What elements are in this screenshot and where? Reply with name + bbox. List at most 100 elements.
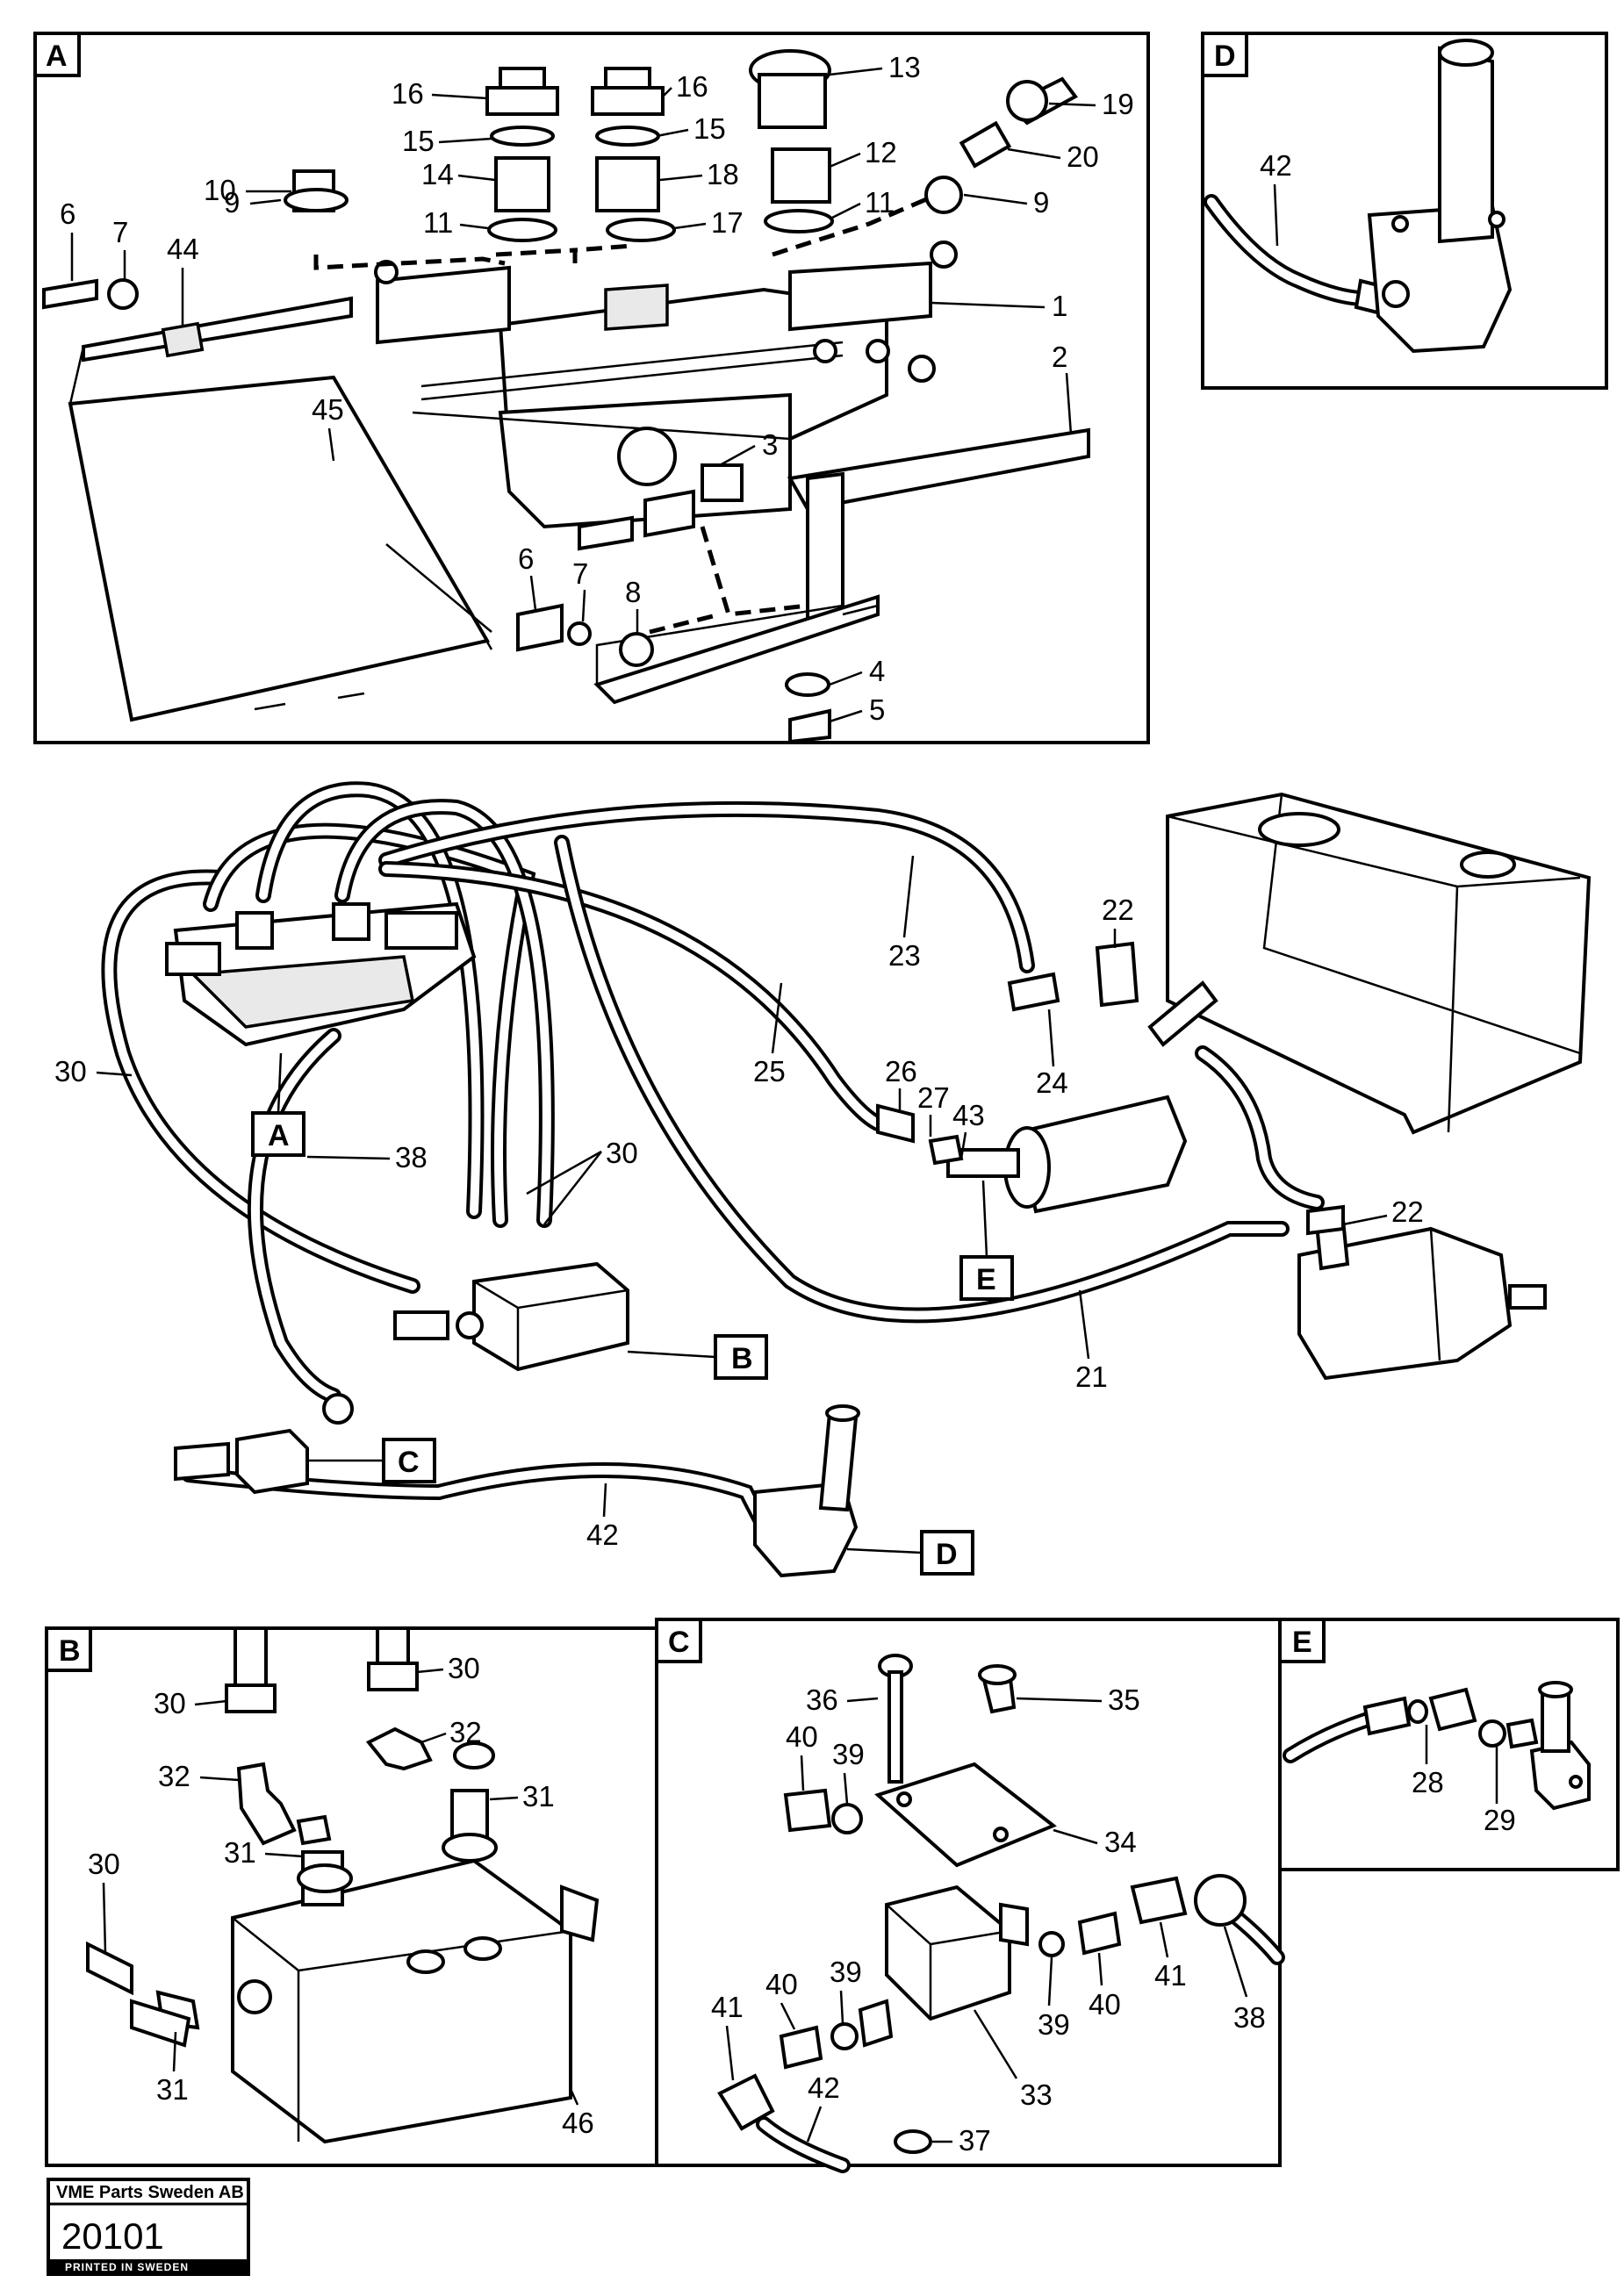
callout-12: 12 — [865, 136, 897, 169]
panel-d-tag: D — [1214, 39, 1236, 73]
system-overview: A B C D E 21 22 22 23 24 2 — [54, 781, 1592, 1578]
tag-c: C — [398, 1446, 420, 1479]
panel-e: E 28 29 — [1278, 1618, 1620, 1871]
callout-1: 1 — [1052, 290, 1067, 322]
callout-39-c-right: 39 — [1038, 2008, 1070, 2041]
callout-34: 34 — [1104, 1826, 1137, 1858]
callout-27: 27 — [917, 1081, 950, 1114]
callout-32-b-right: 32 — [449, 1716, 482, 1748]
callout-26: 26 — [885, 1055, 917, 1088]
panel-b: B 30 30 30 31 31 31 32 — [45, 1626, 658, 2167]
callout-30-b-lower: 30 — [88, 1848, 120, 1880]
callout-40-c-top: 40 — [786, 1720, 818, 1753]
callout-42-overview: 42 — [586, 1518, 619, 1551]
panel-a: A — [33, 32, 1150, 744]
callout-18: 18 — [707, 158, 739, 190]
hydraulic-tank — [1147, 792, 1592, 1135]
callouts-panel-a: 1 2 3 4 5 6 6 7 7 8 9 9 10 11 — [60, 51, 1134, 726]
callout-14: 14 — [421, 158, 454, 190]
tag-e: E — [976, 1263, 996, 1296]
hoses — [101, 781, 1325, 1548]
block-c — [174, 1393, 354, 1495]
callout-3: 3 — [762, 428, 778, 461]
callout-16-right: 16 — [676, 70, 708, 103]
callouts-overview: 21 22 22 23 24 25 26 27 30 30 38 42 4 — [54, 855, 1424, 1551]
callout-46: 46 — [562, 2107, 594, 2139]
callout-35: 35 — [1108, 1683, 1140, 1716]
callout-29: 29 — [1484, 1804, 1516, 1836]
callout-38-overview: 38 — [395, 1141, 428, 1174]
callout-7-bottom: 7 — [572, 557, 588, 590]
callout-6-bottom: 6 — [518, 542, 534, 575]
callout-33: 33 — [1020, 2078, 1053, 2111]
callout-31-b-mid: 31 — [224, 1836, 256, 1869]
lever-d — [753, 1404, 860, 1578]
callout-45: 45 — [312, 393, 344, 426]
callout-36: 36 — [806, 1683, 838, 1716]
callout-42-d: 42 — [1260, 149, 1292, 182]
tag-b: B — [731, 1342, 753, 1375]
tag-a: A — [268, 1119, 290, 1152]
callout-39-c-top: 39 — [832, 1738, 865, 1770]
callout-25: 25 — [753, 1055, 786, 1088]
callout-24: 24 — [1036, 1066, 1068, 1099]
callout-4: 4 — [869, 655, 885, 687]
overview-fittings — [876, 941, 1345, 1236]
callout-15-right: 15 — [693, 112, 726, 145]
callout-31-b-lower: 31 — [156, 2073, 189, 2106]
callout-13: 13 — [888, 51, 921, 83]
stamp-number: 20101 — [61, 2215, 164, 2257]
callout-38-c: 38 — [1233, 2001, 1266, 2034]
left-bracket — [68, 296, 493, 722]
callout-31-b-right: 31 — [522, 1780, 555, 1813]
callout-22-bottom: 22 — [1391, 1195, 1424, 1228]
tag-d: D — [936, 1538, 958, 1571]
callout-23: 23 — [888, 939, 921, 972]
pump — [1297, 1217, 1547, 1381]
callout-42-c: 42 — [808, 2071, 840, 2104]
panel-e-tag: E — [1292, 1626, 1312, 1659]
callout-30-b-left: 30 — [154, 1687, 186, 1719]
callout-37: 37 — [959, 2124, 991, 2157]
callout-9-left: 9 — [224, 186, 240, 219]
overview-tags: A B C D E — [251, 1052, 1014, 1576]
stamp-printed: PRINTED IN SWEDEN — [65, 2261, 189, 2273]
overview-valve — [165, 901, 477, 1047]
callout-40-c-right: 40 — [1089, 1988, 1121, 2021]
callout-11-left: 11 — [423, 206, 453, 239]
block-b — [393, 1261, 629, 1372]
callout-32-b-left: 32 — [158, 1760, 190, 1792]
stamp-company: VME Parts Sweden AB — [56, 2183, 244, 2202]
callout-2: 2 — [1052, 341, 1067, 373]
callout-40-c-mid: 40 — [765, 1968, 798, 2000]
cylinder-e — [946, 1095, 1188, 1214]
callout-11-right: 11 — [865, 186, 895, 219]
callout-41-c-left: 41 — [711, 1991, 744, 2023]
callout-6-top: 6 — [60, 197, 75, 230]
callout-8: 8 — [625, 576, 641, 608]
panel-c-tag: C — [668, 1626, 690, 1659]
callout-21: 21 — [1075, 1360, 1108, 1393]
panel-d: D 42 — [1201, 32, 1608, 390]
panel-a-tag: A — [46, 39, 68, 73]
callout-9-right: 9 — [1033, 186, 1049, 219]
callout-30-left: 30 — [54, 1055, 87, 1088]
callout-19: 19 — [1102, 88, 1134, 120]
callout-39-c-mid: 39 — [830, 1956, 862, 1988]
right-bracket — [593, 427, 1090, 705]
callout-20: 20 — [1067, 140, 1099, 173]
callout-30-b-right: 30 — [448, 1652, 480, 1684]
callout-22-top: 22 — [1102, 894, 1134, 926]
callout-15-left: 15 — [402, 125, 435, 157]
callout-5: 5 — [869, 693, 885, 726]
callout-43: 43 — [952, 1099, 985, 1131]
panel-c: C 33 34 35 36 37 38 — [655, 1618, 1285, 2173]
callout-17: 17 — [711, 206, 744, 239]
callout-28: 28 — [1412, 1766, 1444, 1798]
callout-16-left: 16 — [392, 77, 424, 110]
callout-44: 44 — [167, 233, 199, 265]
panel-b-tag: B — [59, 1634, 81, 1668]
callout-30-center: 30 — [606, 1137, 638, 1169]
callout-10: 10 — [204, 174, 236, 206]
